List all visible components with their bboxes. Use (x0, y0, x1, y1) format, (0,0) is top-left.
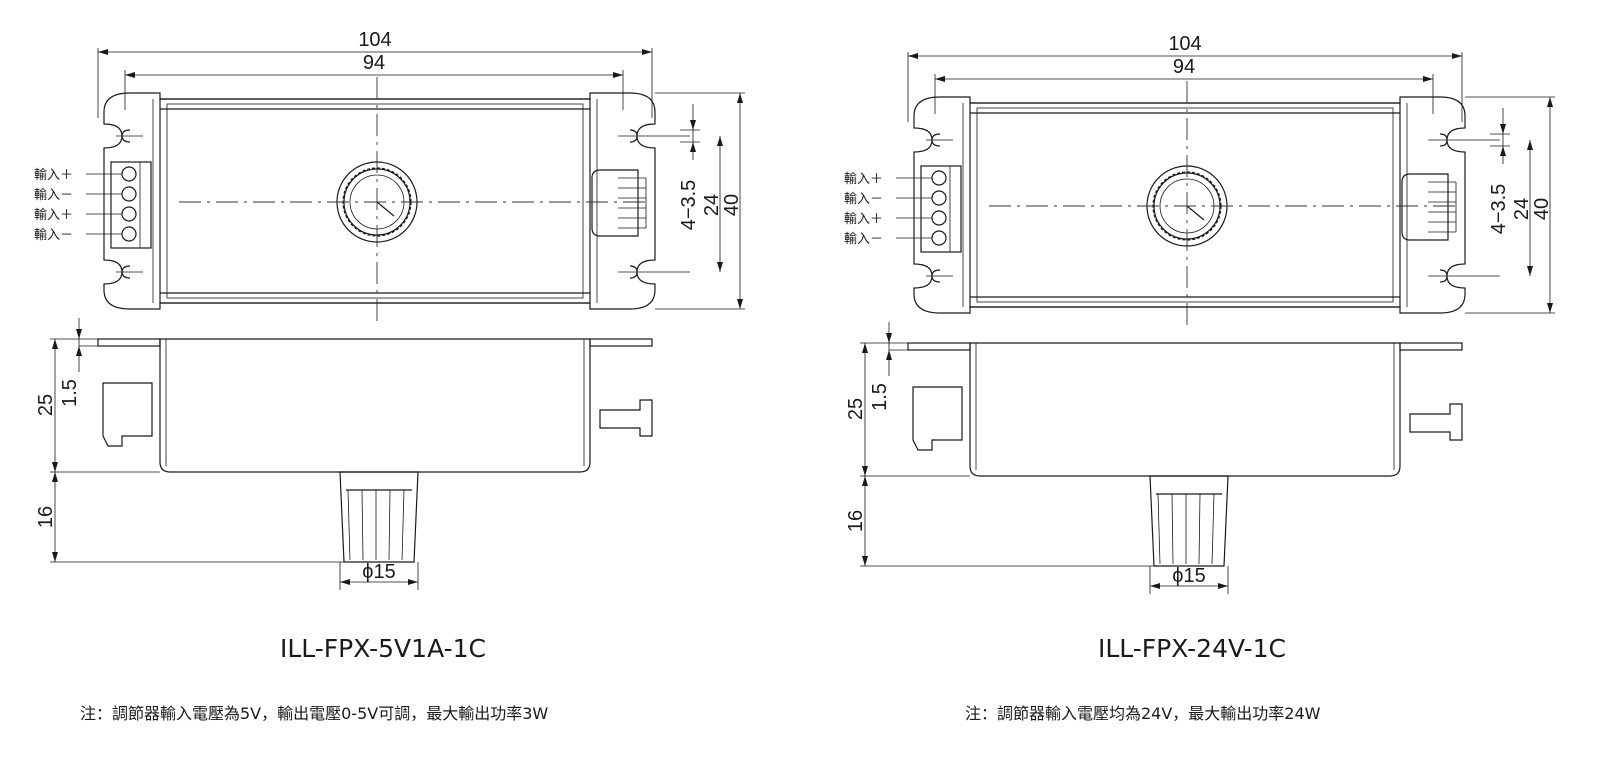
dim-overall-length: 104 (358, 29, 391, 51)
dim-hole-pitch: 24 (701, 194, 723, 216)
dim-knob-height: 16 (35, 506, 57, 528)
dim-overall-length: 104 (1168, 33, 1201, 55)
pin-label: 輸入－ (34, 228, 73, 243)
dim-height: 25 (845, 398, 867, 420)
pin-label: 輸入－ (34, 188, 73, 203)
diagram-right: 104 94 4−3.5 24 40 1.5 25 16 ϕ15 輸入＋ 輸入－… (844, 33, 1556, 595)
pin-label: 輸入－ (844, 192, 883, 207)
dim-slot: 4−3.5 (678, 180, 700, 231)
dim-knob-diameter: ϕ15 (1172, 565, 1205, 587)
dim-body-length: 94 (363, 52, 385, 74)
dim-slot: 4−3.5 (1488, 184, 1510, 235)
dim-height: 25 (35, 394, 57, 416)
note-left: 注：調節器輸入電壓為5V，輸出電壓0-5V可調，最大輸出功率3W (80, 704, 549, 723)
dim-flange: 1.5 (869, 383, 891, 411)
note-right: 注：調節器輸入電壓均為24V，最大輸出功率24W (965, 704, 1321, 723)
dim-overall-width: 40 (721, 194, 743, 216)
dim-body-length: 94 (1173, 56, 1195, 78)
model-name-right: ILL-FPX-24V-1C (1097, 634, 1287, 663)
pin-label: 輸入＋ (34, 168, 73, 183)
dim-flange: 1.5 (59, 379, 81, 407)
pin-label: 輸入＋ (844, 212, 883, 227)
pin-label: 輸入－ (844, 232, 883, 247)
dim-knob-height: 16 (845, 510, 867, 532)
dim-overall-width: 40 (1531, 198, 1553, 220)
dim-knob-diameter: ϕ15 (362, 561, 395, 583)
model-name-left: ILL-FPX-5V1A-1C (279, 634, 487, 663)
pin-label: 輸入＋ (844, 172, 883, 187)
pin-label: 輸入＋ (34, 208, 73, 223)
diagram-left: 104 94 4−3.5 24 40 1.5 25 16 ϕ15 輸入＋ 輸入－… (34, 29, 746, 591)
dim-hole-pitch: 24 (1511, 198, 1533, 220)
